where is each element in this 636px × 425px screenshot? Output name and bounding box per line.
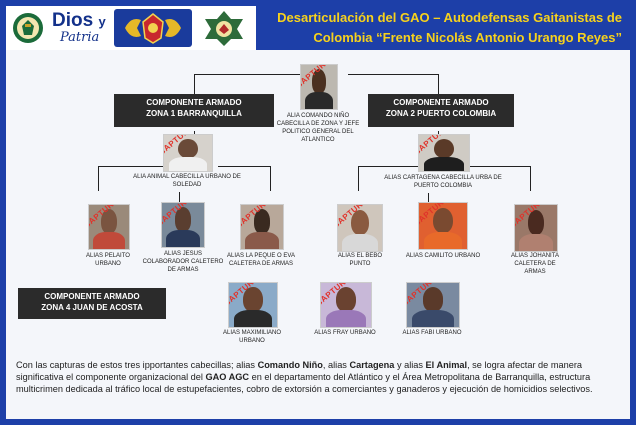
para-text: y alias [394,360,426,370]
caption-el-bebo: ALIAS EL BEBO PUNTO [337,253,383,267]
photo-johanita: CAPTURADO [514,204,558,252]
connector [218,166,270,167]
photo-comando-nino: CAPTURADO [300,64,338,110]
photo-la-peque: CAPTURADO [240,204,284,250]
photo-camilito: CAPTURADO [418,202,468,250]
header: Dios y Patria Desar [6,6,630,50]
para-text: Con las capturas de estos tres ipportant… [16,360,258,370]
photo-jesus: CAPTURADO [161,202,205,248]
caption-animal: ALIA ANIMAL CABECILLA URBANO DE SOLEDAD [133,174,241,188]
national-police-seal-logo [10,9,46,47]
para-bold: El Animal [425,360,468,370]
caption-comando-nino: ALIA COMANDO NIÑO CABECILLA DE ZONA Y JE… [276,113,360,143]
photo-cartagena: CAPTURADO [418,134,470,172]
caption-jesus: ALIAS JESUS COLABORADOR CALETERO DE ARMA… [142,251,224,273]
connector [98,166,163,167]
box-label-line-2: ZONA 2 PUERTO COLOMBIA [385,109,497,118]
connector [98,166,99,191]
component-box-zona-1: COMPONENTE ARMADO ZONA 1 BARRANQUILLA [114,94,274,127]
photo-maximiliano: CAPTURADO [228,282,278,328]
connector [438,74,439,104]
box-label-line-2: ZONA 4 JUAN DE ACOSTA [41,303,143,312]
summary-paragraph: Con las capturas de estos tres ipportant… [16,359,622,395]
gaula-badge-logo [198,9,250,47]
connector [179,192,180,205]
component-box-zona-2: COMPONENTE ARMADO ZONA 2 PUERTO COLOMBIA [368,94,514,127]
photo-el-bebo: CAPTURADO [337,204,383,252]
connector [428,193,429,205]
connector [194,74,195,104]
connector [194,74,300,75]
connector [358,166,418,167]
para-text: , se logra afectar de manera significati… [16,360,582,382]
title-band: Desarticulación del GAO – Autodefensas G… [256,6,630,50]
caption-pelaito: ALIAS PELAITO URBANO [86,253,130,267]
logo-text-y: y [98,13,106,29]
photo-fray: CAPTURADO [320,282,372,328]
logo-text-dios: Dios [52,9,94,31]
caption-la-peque: ALIAS LA PEQUE O EVA CALETERA DE ARMAS [227,253,295,267]
title-line-1: Desarticulación del GAO – Autodefensas G… [277,10,622,25]
box-label-line-1: COMPONENTE ARMADO [146,98,242,107]
caption-fabi: ALIAS FABI URBANO [402,330,462,336]
connector [530,166,531,191]
caption-cartagena: ALIAS CARTAGENA CABECILLA URBA DE PUERTO… [384,175,502,189]
connector [348,74,438,75]
component-box-zona-4: COMPONENTE ARMADO ZONA 4 JUAN DE ACOSTA [18,288,166,319]
page-title: Desarticulación del GAO – Autodefensas G… [256,8,622,48]
para-bold: Cartagena [349,360,395,370]
title-line-2: Colombia “Frente Nicolás Antonio Urango … [313,30,622,45]
box-label-line-1: COMPONENTE ARMADO [393,98,489,107]
para-bold: GAO AGC [205,372,250,382]
logo-strip: Dios y Patria [6,6,260,50]
caption-maximiliano: ALIAS MAXIMILIANO URBANO [222,330,282,344]
connector [468,166,530,167]
connector [358,166,359,191]
caption-fray: ALIAS FRAY URBANO [314,330,376,336]
caption-camilito: ALIAS CAMILITO URBANO [405,253,481,259]
box-label-line-1: COMPONENTE ARMADO [44,292,140,301]
para-text: , alias [322,360,350,370]
photo-animal: CAPTURADO [163,134,213,172]
para-text: en el departamento del Atlántico y el Ár… [16,372,593,394]
photo-fabi: CAPTURADO [406,282,460,328]
infographic: Dios y Patria Desar [6,6,630,419]
military-crest-logo [114,9,192,47]
box-label-line-2: ZONA 1 BARRANQUILLA [146,109,242,118]
logo-text-patria: Patria [60,29,100,45]
caption-johanita: ALIAS JOHANITA CALETERA DE ARMAS [511,253,559,275]
photo-pelaito: CAPTURADO [88,204,130,250]
para-bold: Comando Niño [257,360,323,370]
dios-y-patria-logo: Dios y Patria [52,9,108,47]
connector [270,166,271,191]
